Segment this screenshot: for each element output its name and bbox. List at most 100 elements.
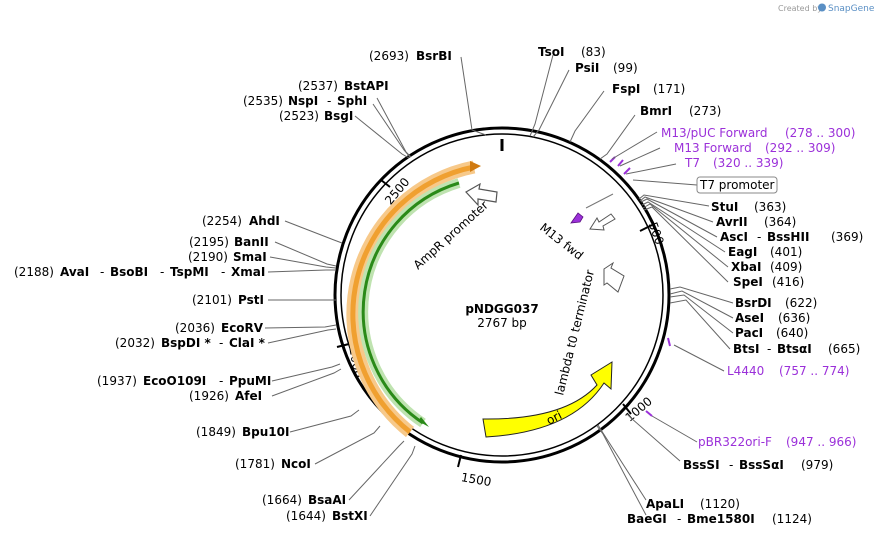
site-bme1580i-name: Bme1580I [687,512,755,526]
site-ncoi-pos: (1781) [235,457,275,471]
site-bsrbi-name: BsrBI [416,49,452,63]
primer-pbr322-name: pBR322ori-F [698,435,772,449]
lambda-terminator-arrow [603,261,625,293]
primer-pbr322-mark [645,410,653,417]
m13-fwd-feature [570,212,584,224]
connector-lines [264,54,734,517]
ampr-promoter-arrow [465,182,498,207]
site-avai-pos: (2188) [14,265,54,279]
credit-text: Created by [778,4,822,13]
site-stui-name: StuI [711,200,738,214]
site-ecoo109i-sep: - [219,374,223,388]
plasmid-size: 2767 bp [477,316,527,330]
site-asei-name: AseI [735,311,764,325]
site-xbai-name: XbaI [731,260,761,274]
site-asci-sep: - [757,230,761,244]
site-avai-sep3: - [221,265,225,279]
site-asci-pos: (369) [831,230,863,244]
site-apali-pos: (1120) [700,497,740,511]
backbone-outer [333,126,671,464]
site-btsi-name: BtsI [733,342,760,356]
site-ncoi-name: NcoI [281,457,311,471]
site-bsssi-name: BssSI [683,458,720,472]
site-spei-name: SpeI [733,275,763,289]
site-fspi-name: FspI [612,82,640,96]
primer-t7-mark [623,167,631,175]
site-baegi-pos: (1124) [772,512,812,526]
m13-fwd-label: M13 fwd [537,220,586,262]
site-apali-name: ApaLI [646,497,684,511]
site-bspdi-pos: (2032) [115,336,155,350]
site-psti-name: PstI [238,293,264,307]
credit-brand: SnapGene [828,4,875,14]
site-bsrdi-name: BsrDI [735,296,772,310]
ori-feature [482,361,613,438]
site-smai-name: SmaI [233,250,267,264]
snapgene-logo-icon [818,3,826,12]
m13-fwd-hollow-arrow [589,213,616,231]
orange-feature-arrowhead [470,161,481,172]
tick-1500 [457,454,462,468]
site-ahdi-pos: (2254) [202,214,242,228]
primer-m13f-name: M13 Forward [674,141,752,155]
primer-t7-name: T7 [684,156,700,170]
t7-promoter-label: T7 promoter [699,178,775,192]
site-ahdi-name: AhdI [249,214,280,228]
site-avrii-name: AvrII [716,215,748,229]
site-paci-pos: (640) [776,326,808,340]
site-bstxi-pos: (1644) [286,509,326,523]
green-feature-arc [361,181,460,425]
tick-2500 [380,179,391,188]
primer-l4440-name: L4440 [727,364,764,378]
site-tsoi-pos: (83) [581,45,606,59]
ori-label: ori [544,408,564,428]
ampr-promoter-label: AmpR promoter [411,198,491,272]
site-banii-name: BanII [234,235,269,249]
site-avrii-pos: (364) [764,215,796,229]
site-bsshii-name: BssHII [767,230,809,244]
site-ecoo109i-name: EcoO109I [143,374,206,388]
site-bstapi-name: BstAPI [344,79,389,93]
site-bspdi-name: BspDI * [161,336,211,350]
site-psti-pos: (2101) [192,293,232,307]
site-xbai-pos: (409) [770,260,802,274]
site-bsssi-sep: - [729,458,733,472]
site-tsoi-name: TsoI [538,45,564,59]
site-bsrdi-pos: (622) [785,296,817,310]
primer-m13f-range: (292 .. 309) [765,141,835,155]
site-bstapi-pos: (2537) [298,79,338,93]
site-ppumi-name: PpuMI [229,374,271,388]
site-asei-pos: (636) [778,311,810,325]
site-bsgi-pos: (2523) [279,109,319,123]
tick-1000-label: 1000 [623,394,655,424]
site-stui-pos: (363) [754,200,786,214]
site-eagi-pos: (401) [770,245,802,259]
site-psii-name: PsiI [575,61,599,75]
tick-1000 [622,403,632,415]
site-tspmi-name: TspMI [170,265,209,279]
site-banii-pos: (2195) [189,235,229,249]
primer-m13puc-range: (278 .. 300) [785,126,855,140]
site-baegi-sep: - [677,512,681,526]
site-nspi-pos: (2535) [243,94,283,108]
site-afei-name: AfeI [235,389,262,403]
tick-2000 [336,343,350,348]
site-asci-name: AscI [720,230,748,244]
site-avai-sep1: - [100,265,104,279]
site-avai-sep2: - [160,265,164,279]
site-fspi-pos: (171) [653,82,685,96]
site-xmai-name: XmaI [231,265,265,279]
site-btsi-pos: (665) [828,342,860,356]
site-smai-pos: (2190) [188,250,228,264]
site-eagi-name: EagI [728,245,757,259]
site-nspi-sep: - [327,94,331,108]
tick-1500-label: 1500 [460,470,493,489]
m13-fwd-connector [585,193,614,209]
site-bmri-pos: (273) [689,104,721,118]
site-paci-name: PacI [735,326,763,340]
site-bsssi-pos: (979) [801,458,833,472]
site-bsaai-name: BsaAI [308,493,346,507]
site-baegi-name: BaeGI [627,512,667,526]
primer-l4440-range: (757 .. 774) [779,364,849,378]
site-psii-pos: (99) [613,61,638,75]
